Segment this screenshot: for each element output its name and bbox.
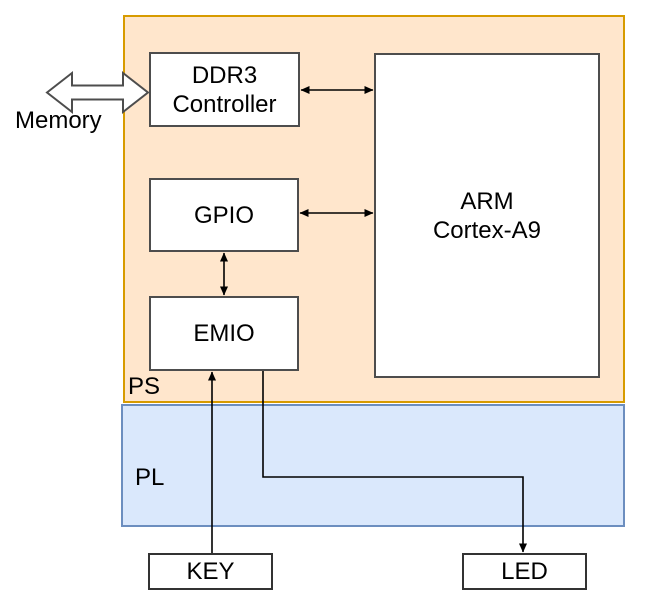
pl-region-label: PL <box>135 464 165 491</box>
ddr3-controller-label-line1: DDR3 <box>191 61 258 89</box>
arm-label-line1: ARM <box>460 187 514 215</box>
memory-label: Memory <box>15 107 102 134</box>
gpio-block: GPIO <box>149 178 299 252</box>
led-label: LED <box>501 558 548 585</box>
led-block: LED <box>462 553 587 590</box>
arm-label-line2: Cortex-A9 <box>432 216 542 244</box>
arm-cortex-a9-block: ARM Cortex-A9 <box>374 53 600 378</box>
ddr3-controller-block: DDR3 Controller <box>149 52 300 127</box>
emio-block: EMIO <box>149 296 299 371</box>
pl-region: PL <box>121 404 625 527</box>
ddr3-controller-label-line2: Controller <box>172 90 277 118</box>
gpio-label: GPIO <box>193 201 254 229</box>
key-label: KEY <box>186 558 235 585</box>
key-block: KEY <box>148 553 273 590</box>
ps-region-label: PS <box>128 373 161 400</box>
emio-label: EMIO <box>193 320 255 347</box>
